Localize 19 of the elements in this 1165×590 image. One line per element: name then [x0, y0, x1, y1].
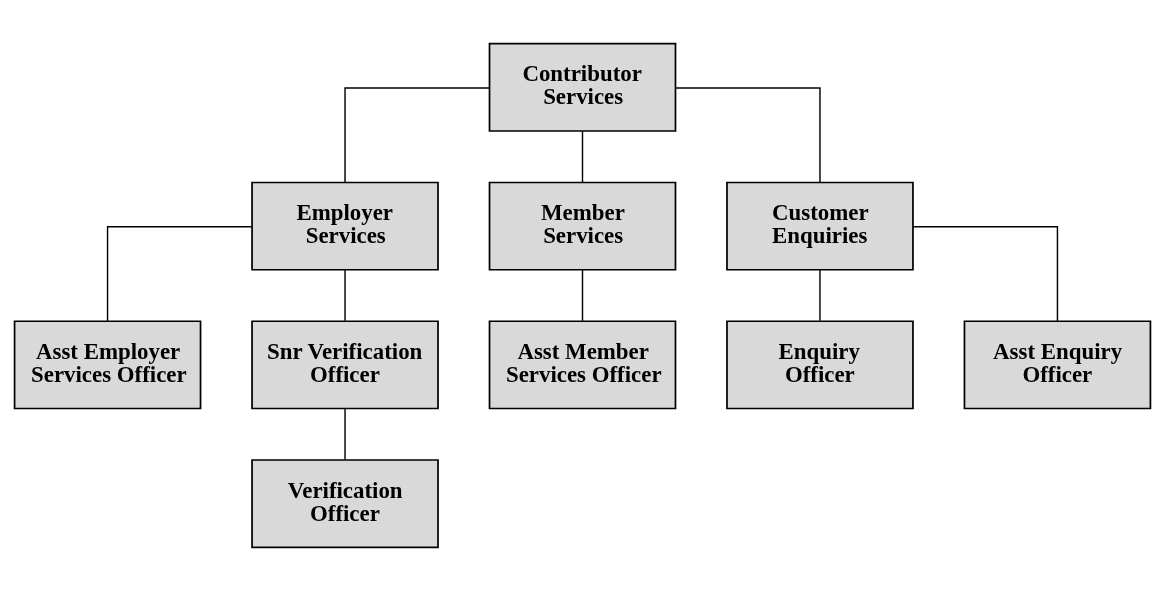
connector	[344, 86, 491, 183]
connector	[819, 268, 821, 321]
connector	[581, 130, 584, 183]
node-box: Enquiry Officer	[726, 319, 914, 409]
node-box: Asst Enquiry Officer	[963, 319, 1152, 409]
connector	[344, 268, 346, 321]
node-box: Employer Services	[251, 181, 439, 271]
node-box: Verification Officer	[251, 458, 439, 548]
connector	[912, 225, 1059, 322]
connector	[344, 407, 346, 460]
node-box: Customer Enquiries	[726, 181, 914, 271]
node-box: Contributor Services	[488, 42, 677, 132]
node-box: Asst Member Services Officer	[488, 319, 677, 409]
node-box: Member Services	[488, 181, 677, 271]
node-box: Asst Employer Services Officer	[13, 319, 202, 409]
connector	[674, 86, 821, 183]
connector	[581, 268, 584, 321]
connector	[106, 225, 253, 322]
node-box: Snr Verification Officer	[251, 319, 439, 409]
